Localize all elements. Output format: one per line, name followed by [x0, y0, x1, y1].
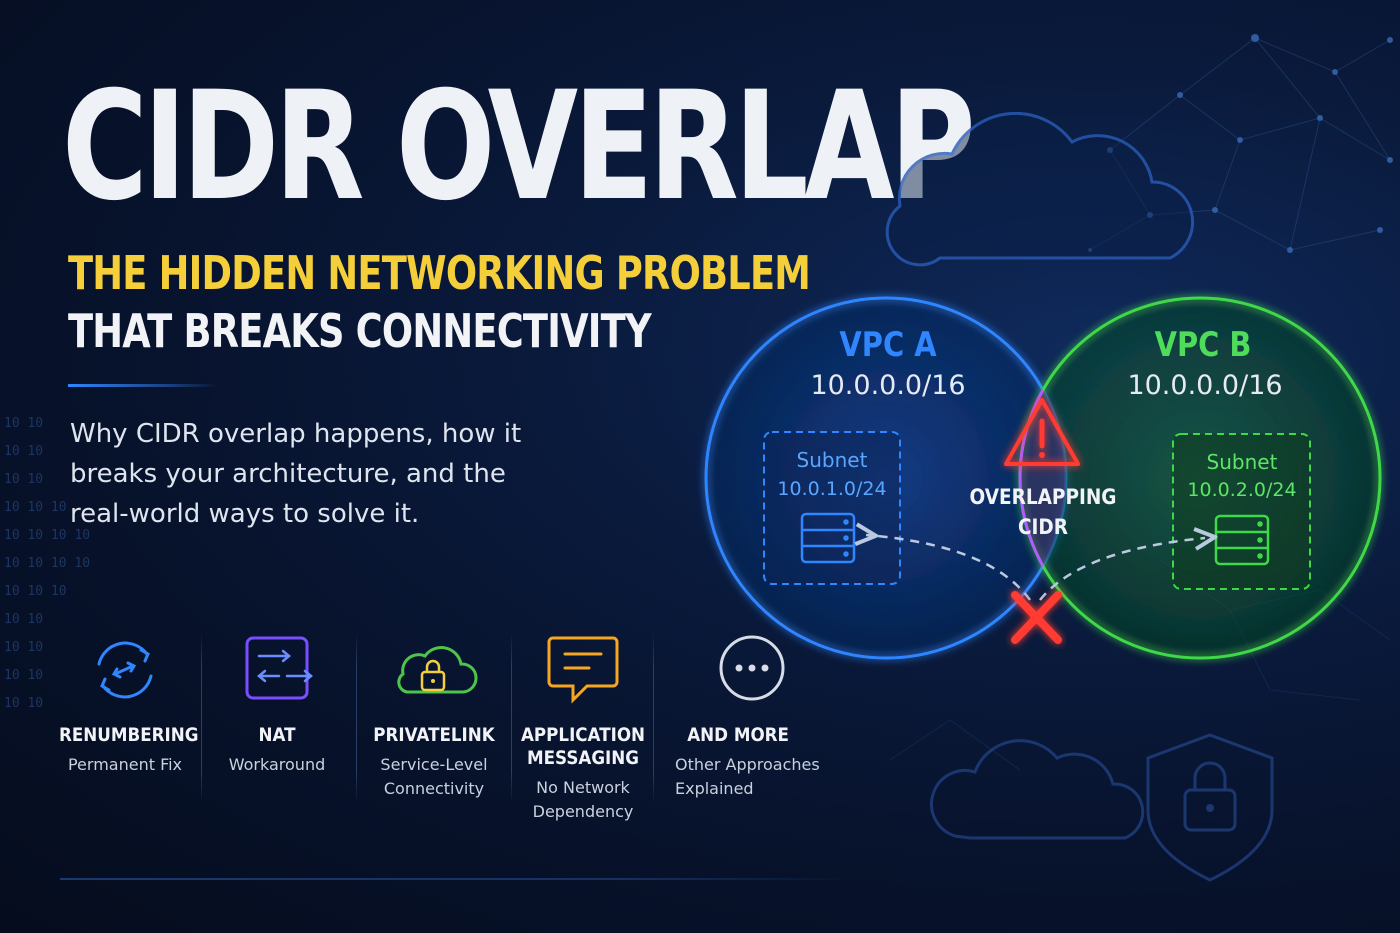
feature-name: AND MORE — [687, 724, 789, 746]
subnet-b-cidr: 10.0.2.0/24 — [1187, 479, 1296, 501]
binary-decoration: 10 10 10 10 10 10 10 10 10 10 10 10 10 1… — [4, 416, 91, 711]
description: Why CIDR overlap happens, how it breaks … — [70, 414, 540, 534]
cloud-icon — [885, 111, 1195, 267]
feature-name: PRIVATELINK — [373, 724, 495, 746]
feature-divider — [511, 632, 512, 804]
vpc-a-name: VPC A — [839, 326, 937, 365]
page-title: CIDR OVERLAP — [62, 60, 976, 234]
feature-nat: NAT Workaround — [202, 630, 352, 777]
server-icon — [800, 512, 856, 564]
overlap-region — [1018, 298, 1066, 658]
feature-divider — [653, 632, 654, 804]
feature-name: RENUMBERING — [59, 724, 199, 746]
refresh-arrows-icon — [97, 641, 153, 699]
vpc-a-cidr: 10.0.0.0/16 — [810, 370, 965, 401]
feature-privatelink: PRIVATELINK Service-Level Connectivity — [359, 630, 509, 801]
server-icon — [1214, 514, 1270, 566]
feature-desc: Permanent Fix — [67, 755, 183, 774]
vpc-b-name: VPC B — [1155, 326, 1252, 365]
overlap-label: CIDR — [1018, 515, 1068, 539]
feature-name: APPLICATION — [520, 724, 646, 746]
feature-desc: Service-Level — [380, 755, 488, 774]
feature-name: MESSAGING — [526, 747, 640, 769]
warning-icon — [1004, 398, 1080, 466]
title-divider — [68, 384, 218, 387]
feature-application-messaging: APPLICATION MESSAGING No Network Depende… — [508, 630, 658, 824]
feature-desc: No Network — [536, 778, 630, 797]
subnet-a-cidr: 10.0.1.0/24 — [777, 478, 886, 500]
blocked-x-icon — [1011, 591, 1062, 644]
feature-desc: Workaround — [228, 755, 326, 774]
shield-lock-icon — [1146, 733, 1274, 882]
description-line: real-world ways to solve it. — [70, 499, 420, 529]
feature-desc: Other Approaches — [675, 755, 820, 774]
subtitle-accent: THE HIDDEN NETWORKING PROBLEM — [68, 246, 811, 300]
bottom-divider — [60, 878, 860, 880]
more-dots-icon — [719, 635, 785, 701]
feature-desc: Explained — [675, 779, 754, 798]
feature-divider — [201, 632, 202, 804]
feature-desc: Dependency — [532, 802, 634, 821]
feature-divider — [356, 632, 357, 804]
subnet-a-label: Subnet — [797, 448, 868, 472]
cloud-icon — [929, 739, 1145, 840]
description-line: Why CIDR overlap happens, how it — [70, 419, 522, 449]
blocked-route-a — [866, 535, 1032, 601]
subnet-b-label: Subnet — [1207, 450, 1278, 474]
blocked-route-b — [1039, 538, 1205, 601]
feature-and-more: AND MORE Other Approaches Explained — [660, 630, 820, 801]
feature-desc: Connectivity — [383, 779, 485, 798]
nat-arrows-icon — [245, 636, 313, 700]
subtitle: THAT BREAKS CONNECTIVITY — [68, 304, 652, 358]
feature-name: NAT — [258, 724, 296, 746]
overlap-label: OVERLAPPING — [970, 485, 1117, 509]
feature-renumbering: RENUMBERING Permanent Fix — [50, 630, 200, 777]
description-line: breaks your architecture, and the — [70, 459, 506, 489]
message-icon — [547, 636, 619, 704]
vpc-b-cidr: 10.0.0.0/16 — [1127, 370, 1282, 401]
cloud-lock-icon — [397, 646, 478, 694]
